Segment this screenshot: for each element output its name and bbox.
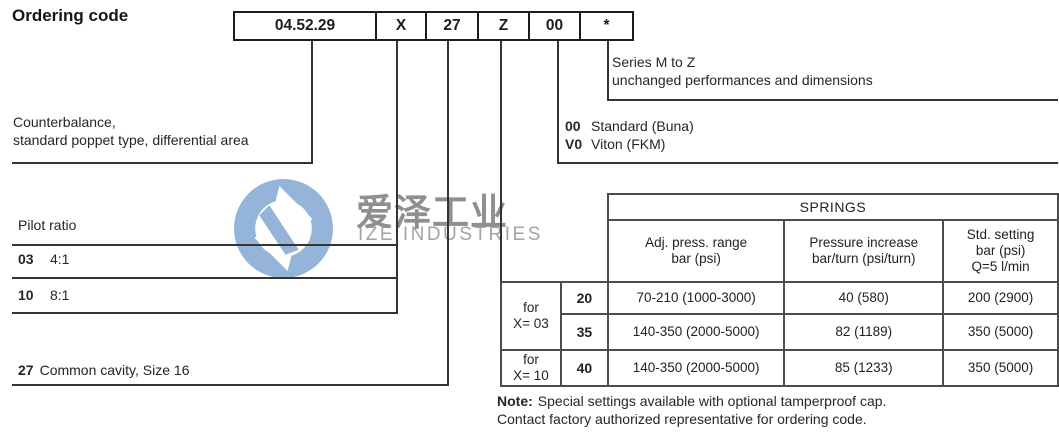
cell-setting-35: 350 (5000) bbox=[942, 313, 1059, 351]
note-label: Note: bbox=[497, 393, 533, 409]
col-header-adj-press-range: Adj. press. range bar (psi) bbox=[606, 219, 786, 283]
rule-pilot-03 bbox=[12, 277, 398, 279]
cell-setting-40: 350 (5000) bbox=[942, 349, 1059, 387]
code-box-cavity: 27 bbox=[425, 13, 477, 39]
seal-options: 00 Standard (Buna) V0 Viton (FKM) bbox=[565, 117, 694, 153]
code-box-seal: 00 bbox=[528, 13, 579, 39]
col-header-line: Q=5 l/min bbox=[971, 259, 1030, 274]
ordering-code-box-row: 04.52.29 X 27 Z 00 * bbox=[233, 11, 634, 41]
col-header-line: Std. setting bbox=[966, 227, 1035, 242]
rule-series bbox=[607, 99, 1058, 101]
cell-increase-35: 82 (1189) bbox=[783, 313, 945, 351]
col-header-line: Adj. press. range bbox=[645, 235, 748, 250]
table-spacer bbox=[501, 194, 608, 220]
code-box-base: 04.52.29 bbox=[274, 17, 336, 34]
rule-cavity bbox=[12, 384, 449, 386]
note-text1: Special settings available with optional… bbox=[537, 393, 887, 409]
springs-table: SPRINGS Adj. press. range bar (psi) Pres… bbox=[500, 193, 1059, 387]
cavity-text: Common cavity, Size 16 bbox=[39, 362, 190, 378]
col-header-pressure-increase: Pressure increase bar/turn (psi/turn) bbox=[783, 219, 945, 283]
spring-code-35: 35 bbox=[559, 313, 609, 351]
pilot-option-03: 03 4:1 bbox=[18, 250, 69, 268]
code-box-pilot: X bbox=[375, 13, 425, 39]
table-row: for X= 03 20 70-210 (1000-3000) 40 (580)… bbox=[500, 281, 1059, 351]
cell-range-35: 140-350 (2000-5000) bbox=[606, 313, 786, 351]
spring-code-20: 20 bbox=[559, 281, 609, 315]
watermark-chinese-text: 爱泽工业 bbox=[356, 192, 508, 233]
table-spacer bbox=[501, 220, 608, 282]
group-cell-x10: for X= 10 bbox=[500, 349, 562, 387]
pilot-ratio-title: Pilot ratio bbox=[18, 217, 77, 233]
cavity-label: 27 Common cavity, Size 16 bbox=[18, 361, 189, 379]
cell-range-20: 70-210 (1000-3000) bbox=[606, 281, 786, 315]
pilot-code-03: 03 bbox=[18, 251, 34, 267]
code-box-series: * bbox=[579, 13, 632, 39]
note-line2: Contact factory authorized representativ… bbox=[497, 411, 867, 427]
group-line: X= 03 bbox=[513, 316, 549, 331]
rule-counterbalance bbox=[12, 162, 313, 164]
page-title: Ordering code bbox=[12, 6, 129, 25]
watermark-latin-text: IZE INDUSTRIES bbox=[358, 224, 543, 245]
series-label: Series M to Z unchanged performances and… bbox=[612, 53, 873, 89]
rule-seal bbox=[557, 162, 1058, 164]
col-header-line: bar (psi) bbox=[671, 251, 721, 266]
leader-line-cavity bbox=[447, 40, 449, 386]
series-line2: unchanged performances and dimensions bbox=[612, 72, 873, 88]
leader-line-base bbox=[311, 40, 313, 164]
cell-range-40: 140-350 (2000-5000) bbox=[606, 349, 786, 387]
counterbalance-line1: Counterbalance, bbox=[13, 114, 116, 130]
group-line: for bbox=[523, 352, 539, 367]
seal-code-00: 00 bbox=[565, 118, 581, 134]
seal-option-buna: 00 Standard (Buna) bbox=[565, 117, 694, 135]
pilot-code-10: 10 bbox=[18, 287, 34, 303]
series-line1: Series M to Z bbox=[612, 54, 696, 70]
code-box-spring: Z bbox=[477, 13, 528, 39]
leader-line-pilot bbox=[396, 40, 398, 314]
group-cell-x03: for X= 03 bbox=[500, 281, 562, 351]
springs-table-title: SPRINGS bbox=[606, 193, 1059, 221]
pilot-value-10: 8:1 bbox=[50, 287, 70, 303]
table-row: for X= 10 40 140-350 (2000-5000) 85 (123… bbox=[500, 349, 1059, 387]
group-line: for bbox=[523, 300, 539, 315]
col-header-std-setting: Std. setting bar (psi) Q=5 l/min bbox=[942, 219, 1059, 283]
counterbalance-label: Counterbalance, standard poppet type, di… bbox=[13, 113, 249, 149]
cell-setting-20: 200 (2900) bbox=[942, 281, 1059, 315]
note-line1: Note:Special settings available with opt… bbox=[497, 392, 886, 410]
leader-line-seal bbox=[557, 40, 559, 164]
col-header-line: bar/turn (psi/turn) bbox=[812, 251, 916, 266]
pilot-option-10: 10 8:1 bbox=[18, 286, 69, 304]
leader-line-series bbox=[607, 40, 609, 101]
group-line: X= 10 bbox=[513, 368, 549, 383]
cell-increase-20: 40 (580) bbox=[783, 281, 945, 315]
pilot-value-03: 4:1 bbox=[50, 251, 70, 267]
rule-pilot-10 bbox=[12, 312, 398, 314]
cavity-code: 27 bbox=[18, 362, 34, 378]
seal-label-buna: Standard (Buna) bbox=[591, 118, 694, 134]
col-header-line: Pressure increase bbox=[809, 235, 919, 250]
seal-code-v0: V0 bbox=[565, 136, 583, 152]
spring-code-40: 40 bbox=[559, 349, 609, 387]
note-block: Note:Special settings available with opt… bbox=[497, 392, 886, 428]
table-row: 35 140-350 (2000-5000) 82 (1189) 350 (50… bbox=[501, 313, 1059, 351]
seal-option-viton: V0 Viton (FKM) bbox=[565, 135, 694, 153]
rule-pilot-title bbox=[12, 244, 398, 246]
col-header-line: bar (psi) bbox=[975, 243, 1026, 258]
cell-increase-40: 85 (1233) bbox=[783, 349, 945, 387]
leader-line-spring bbox=[500, 40, 502, 283]
ize-logo-icon bbox=[234, 179, 333, 278]
counterbalance-line2: standard poppet type, differential area bbox=[13, 132, 249, 148]
seal-label-viton: Viton (FKM) bbox=[591, 136, 666, 152]
